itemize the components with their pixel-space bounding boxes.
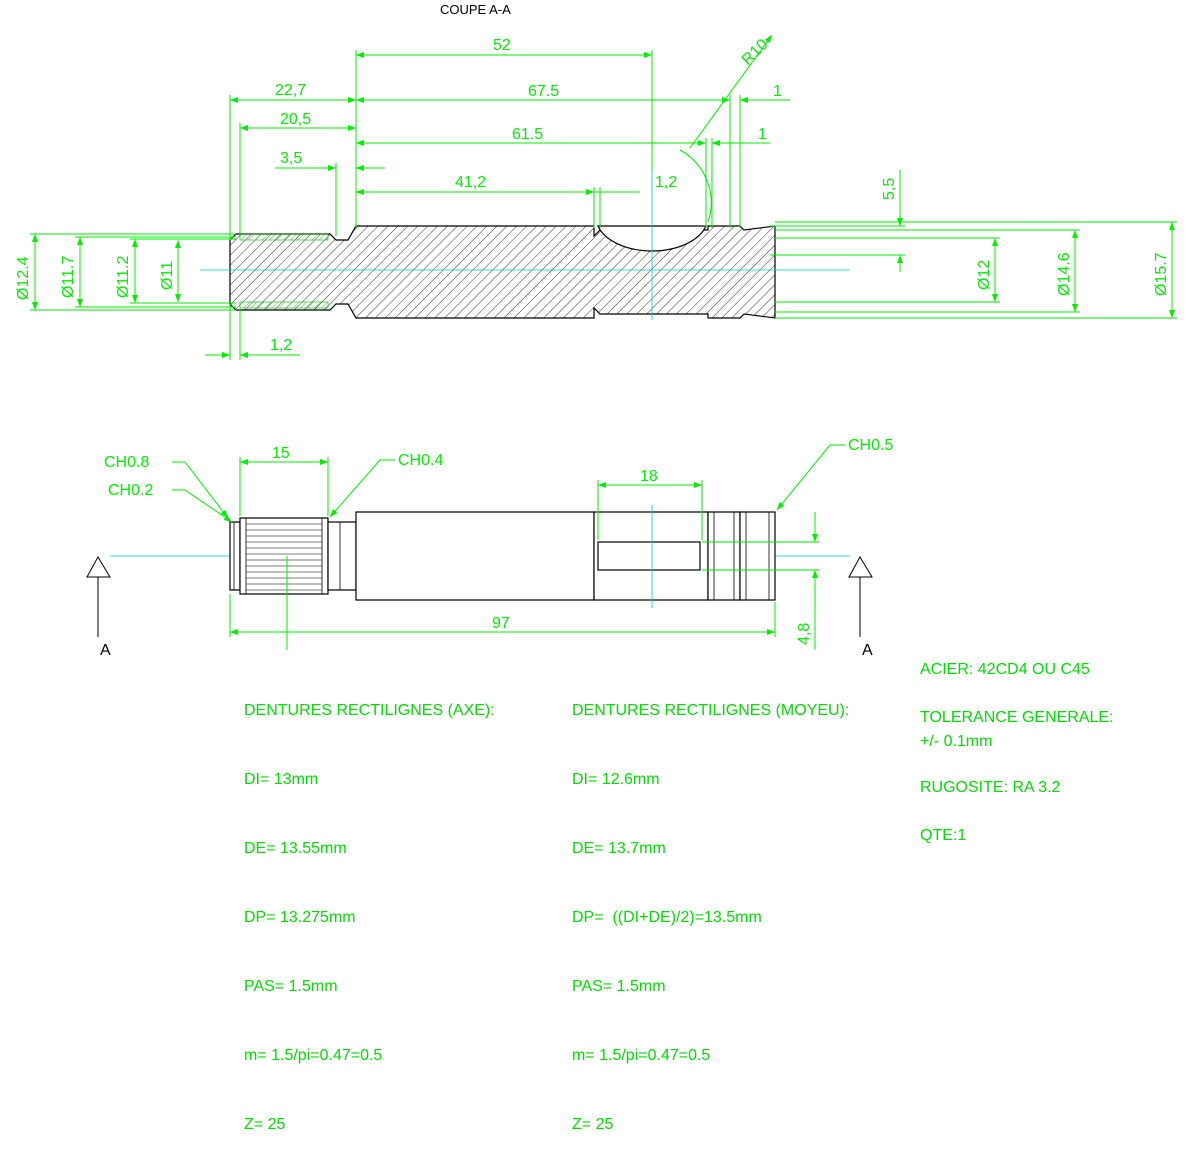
dim-18: 18 [640,468,658,485]
notes-axe-line: PAS= 1.5mm [244,978,338,995]
dim-dia-12-4: Ø12.4 [15,256,32,300]
spline-band-top [239,233,329,241]
main-body [355,511,595,601]
spline-section [239,517,329,595]
dim-dia-11-7: Ø11.7 [60,256,77,299]
dim-97: 97 [492,615,510,632]
dim-3-5: 3,5 [280,150,302,167]
notes-moyeu: DENTURES RECTILIGNES (MOYEU): DI= 12.6mm… [572,653,849,1159]
spline-band-bottom [239,301,329,309]
section-arrow-right-icon [848,555,873,578]
groove-section [707,511,741,601]
notes-axe-line: DE= 13.55mm [244,840,347,857]
dim-dia-11-2: Ø11.2 [115,256,132,299]
dim-1-lower: 1 [758,126,767,143]
dim-61-5: 61.5 [512,126,543,143]
section-mark-right: A [862,642,873,659]
notes-axe-line: m= 1.5/pi=0.47=0.5 [244,1047,383,1064]
notes-axe-line: DP= 13.275mm [244,909,356,926]
notes-moyeu-line: m= 1.5/pi=0.47=0.5 [572,1047,711,1064]
section-arrow-left-icon [86,555,111,578]
chamfer-ch0-2: CH0.2 [108,482,153,499]
dim-4-8: 4,8 [796,623,813,645]
notes-moyeu-line: Z= 25 [572,1116,614,1133]
notes-moyeu-line: PAS= 1.5mm [572,978,666,995]
dim-67-5: 67.5 [528,83,559,100]
keyway-slot [597,541,701,571]
spec-roughness: RUGOSITE: RA 3.2 [920,779,1061,796]
dim-dia-15-7: Ø15.7 [1153,252,1170,296]
dim-1-2-top: 1,2 [655,174,677,191]
end-section [739,511,776,601]
shaft-end-collar [229,521,241,591]
dim-22-7: 22,7 [275,82,306,99]
notes-moyeu-line: DI= 12.6mm [572,771,660,788]
spec-material: ACIER: 42CD4 OU C45 [920,661,1090,678]
dim-dia-14-6: Ø14.6 [1056,252,1073,296]
dim-52: 52 [493,37,511,54]
spec-quantity: QTE:1 [920,827,967,844]
notes-moyeu-title: DENTURES RECTILIGNES (MOYEU): [572,702,850,719]
section-title: COUPE A-A [440,2,511,17]
notes-axe-line: DI= 13mm [244,771,319,788]
dim-1-2-bottom: 1,2 [270,337,292,354]
dim-15: 15 [272,445,290,462]
notes-axe: DENTURES RECTILIGNES (AXE): DI= 13mm DE=… [244,653,495,1159]
notes-axe-line: Z= 25 [244,1116,286,1133]
spec-tolerance-value: +/- 0.1mm [920,733,993,750]
technical-drawing: 52 67.5 22,7 20,5 61.5 3,5 41,2 1,2 1 1 … [15,34,1177,659]
section-mark-left: A [100,642,111,659]
spline-teeth [246,523,322,591]
dim-dia-11: Ø11 [159,261,176,290]
section-view: 52 67.5 22,7 20,5 61.5 3,5 41,2 1,2 1 1 … [15,34,1177,360]
neck [327,521,357,591]
spec-tolerance-title: TOLERANCE GENERALE: [920,709,1114,726]
chamfer-ch0-8: CH0.8 [104,454,149,471]
dim-20-5: 20,5 [280,111,311,128]
chamfer-ch0-5: CH0.5 [848,437,893,454]
dim-r10: R10 [739,36,772,69]
notes-moyeu-line: DE= 13.7mm [572,840,666,857]
dim-41-2: 41,2 [455,174,486,191]
dim-5-5: 5,5 [881,178,898,200]
chamfer-ch0-4: CH0.4 [398,452,443,469]
dim-dia-12: Ø12 [976,260,993,290]
side-view: A A CH0.8 CH0.2 CH0.4 CH0.5 [86,437,893,659]
dim-1-upper: 1 [773,83,782,100]
notes-axe-title: DENTURES RECTILIGNES (AXE): [244,702,495,719]
notes-moyeu-line: DP= ((DI+DE)/2)=13.5mm [572,909,762,926]
